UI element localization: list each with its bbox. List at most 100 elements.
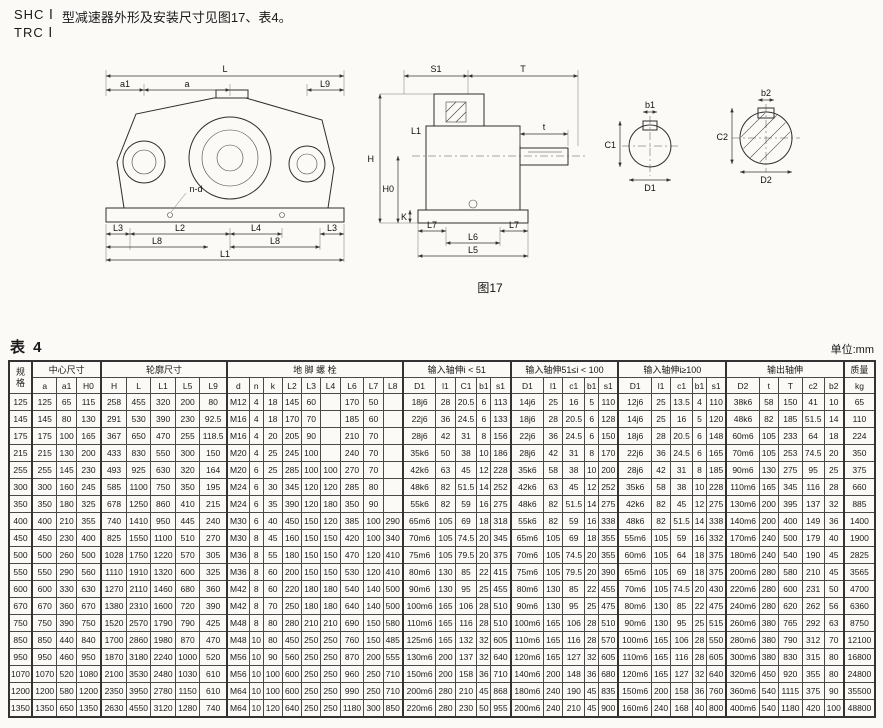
cell: 580: [382, 614, 404, 632]
cell: 16: [476, 495, 492, 513]
input-shaft-detail: b1 C1 D1: [604, 100, 678, 193]
cell: 63: [823, 614, 845, 632]
cell: 22: [476, 563, 492, 581]
table-titlebar: 表 4 单位:mm: [8, 336, 876, 360]
cell: 2110: [125, 580, 152, 598]
cell: 200: [75, 444, 102, 462]
cell: 8: [248, 546, 264, 564]
cell: 65m6: [401, 512, 437, 530]
cell: 130: [543, 597, 564, 615]
cell: 1350: [8, 699, 33, 718]
cell: 400: [30, 512, 58, 530]
cell: 210: [801, 563, 825, 581]
cell: 420: [801, 699, 825, 718]
cell: 38k6: [725, 393, 760, 411]
cell: 6: [692, 427, 707, 445]
cell: 150: [363, 631, 384, 649]
cell: 250: [320, 682, 341, 700]
cell: 125: [30, 393, 58, 411]
cell: 250: [301, 665, 322, 683]
cell: 106: [454, 597, 478, 615]
cell: 390: [598, 563, 619, 581]
cell: M24: [225, 478, 250, 496]
cell: 350: [8, 495, 33, 513]
cell: 475: [705, 597, 727, 615]
cell: 510: [174, 529, 201, 547]
cell: 500: [382, 580, 404, 598]
cell: 220: [281, 580, 303, 598]
cell: 750: [75, 614, 102, 632]
cell: 800: [705, 699, 727, 718]
cell: 280: [758, 580, 779, 598]
cell: 1350: [30, 699, 58, 718]
cell: 240m6: [725, 597, 760, 615]
cell: 80: [199, 393, 228, 411]
column-group-contour: 轮廓尺寸: [100, 360, 228, 378]
cell: 250: [320, 631, 341, 649]
cell: 470: [199, 631, 228, 649]
cell: 305: [199, 546, 228, 564]
cell: 85: [670, 597, 693, 615]
cell: 90: [262, 648, 283, 666]
cell: 140m6: [509, 665, 545, 683]
cell: 380: [758, 631, 779, 649]
cell: 8: [248, 580, 264, 598]
cell: 630: [150, 461, 176, 479]
column-header-c1: c1: [670, 377, 693, 394]
cell: 550: [30, 563, 58, 581]
cell: 3180: [125, 648, 152, 666]
cell: 180: [56, 495, 77, 513]
column-header-s1: s1: [490, 377, 512, 394]
reducer-drawing: L a1 a L9 n-d L3 L2 L4 L3 L8 L8 L1: [105, 64, 800, 295]
column-header-l1: l1: [650, 377, 672, 394]
cell: 58: [543, 461, 564, 479]
cell: 105: [543, 546, 564, 564]
cell: M20: [225, 461, 250, 479]
cell: 165: [650, 665, 672, 683]
cell: 200m6: [401, 682, 437, 700]
dim-label-L9: L9: [320, 79, 330, 89]
dim-label-C1: C1: [604, 140, 616, 150]
cell: 720: [174, 597, 201, 615]
cell: M42: [225, 580, 250, 598]
cell: 375: [705, 563, 727, 581]
cell: 355: [598, 546, 619, 564]
cell: 1080: [75, 665, 102, 683]
cell: 640: [339, 597, 365, 615]
cell: 550: [705, 631, 727, 649]
cell: 850: [382, 699, 404, 718]
cell: [382, 461, 404, 479]
cell: 4: [248, 444, 264, 462]
cell: 560: [75, 563, 102, 581]
cell: 18: [692, 546, 707, 564]
cell: 100: [363, 529, 384, 547]
cell: 600: [777, 580, 803, 598]
dim-label-L: L: [222, 64, 227, 74]
cell: 585: [100, 478, 127, 496]
cell: 300: [30, 478, 58, 496]
cell: 24.5: [454, 410, 478, 428]
cell: 510: [490, 597, 512, 615]
cell: 180: [281, 546, 303, 564]
cell: 130m6: [401, 648, 437, 666]
cell: 35k6: [617, 478, 652, 496]
cell: 14j6: [509, 393, 545, 411]
cell: 150: [320, 563, 341, 581]
cell: 105: [435, 529, 456, 547]
column-header-b2: b2: [823, 377, 845, 394]
cell: 105: [543, 563, 564, 581]
cell: 350: [339, 495, 365, 513]
dim-label-L7: L7: [427, 220, 437, 230]
cell: 950: [75, 648, 102, 666]
dim-label-L3b: L3: [327, 223, 337, 233]
cell: 360: [56, 597, 77, 615]
cell: 28: [435, 393, 456, 411]
cell: 540: [758, 682, 779, 700]
column-header-L5: L5: [174, 377, 201, 394]
cell: 275: [598, 495, 619, 513]
cell: 48k6: [617, 512, 652, 530]
cell: 118.5: [199, 427, 228, 445]
cell: 50: [435, 444, 456, 462]
